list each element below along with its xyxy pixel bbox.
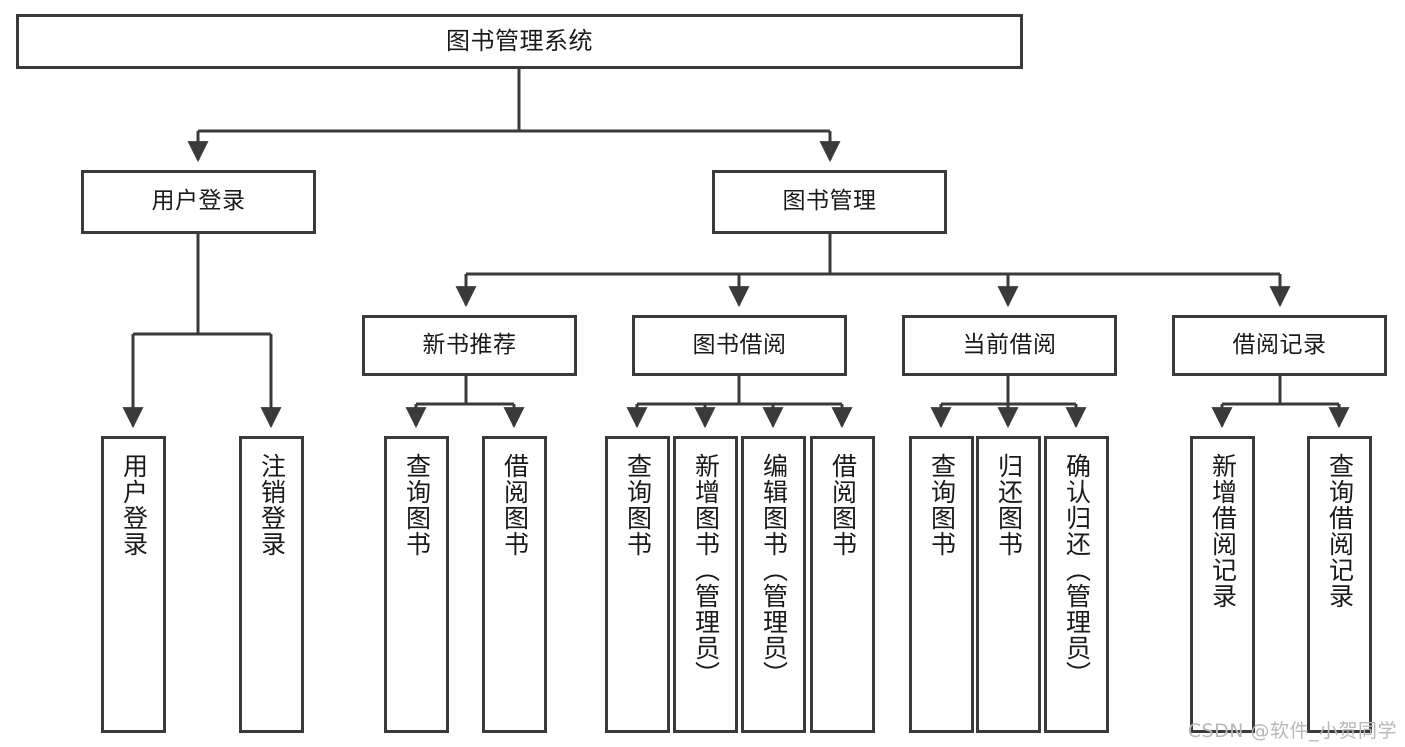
node-label: 借阅图书 [828, 453, 858, 557]
watermark-text: CSDN @软件_小贺同学 [1187, 720, 1397, 742]
node-label: 借阅图书 [500, 453, 530, 557]
node-label: 用户登录 [119, 453, 149, 557]
node-label: 查询图书 [623, 453, 653, 557]
leaf-return-book[interactable]: 归还图书 [976, 436, 1041, 733]
leaf-add-book-admin[interactable]: 新增图书（管理员） [673, 436, 738, 733]
node-book-borrow[interactable]: 图书借阅 [632, 315, 847, 376]
node-current-borrow[interactable]: 当前借阅 [902, 315, 1117, 376]
node-label: 图书借阅 [692, 331, 787, 358]
node-new-book-recommend[interactable]: 新书推荐 [362, 315, 577, 376]
node-label: 借阅记录 [1232, 331, 1327, 358]
node-label: 归还图书 [994, 453, 1024, 557]
node-root-system[interactable]: 图书管理系统 [16, 14, 1023, 69]
leaf-add-borrow-record[interactable]: 新增借阅记录 [1190, 436, 1255, 733]
leaf-edit-book-admin[interactable]: 编辑图书（管理员） [741, 436, 806, 733]
leaf-borrow-book-recommend[interactable]: 借阅图书 [482, 436, 547, 733]
leaf-query-book-borrow[interactable]: 查询图书 [605, 436, 670, 733]
node-label: 确认归还（管理员） [1062, 453, 1092, 687]
node-label: 编辑图书（管理员） [759, 453, 789, 687]
node-label: 图书管理系统 [446, 27, 593, 56]
leaf-logout-login[interactable]: 注销登录 [239, 436, 304, 733]
node-label: 查询图书 [927, 453, 957, 557]
node-label: 用户登录 [151, 188, 246, 215]
node-label: 新书推荐 [422, 331, 517, 358]
leaf-user-login[interactable]: 用户登录 [101, 436, 166, 733]
leaf-query-book-recommend[interactable]: 查询图书 [384, 436, 449, 733]
node-label: 新增图书（管理员） [691, 453, 721, 687]
leaf-query-borrow-record[interactable]: 查询借阅记录 [1307, 436, 1372, 733]
node-label: 查询借阅记录 [1325, 453, 1355, 609]
node-label: 当前借阅 [962, 331, 1057, 358]
node-label: 图书管理 [782, 188, 877, 215]
leaf-confirm-return-admin[interactable]: 确认归还（管理员） [1044, 436, 1109, 733]
node-borrow-record[interactable]: 借阅记录 [1172, 315, 1387, 376]
node-user-login[interactable]: 用户登录 [81, 170, 316, 234]
node-book-management[interactable]: 图书管理 [712, 170, 947, 234]
leaf-borrow-book[interactable]: 借阅图书 [810, 436, 875, 733]
node-label: 注销登录 [257, 453, 287, 557]
node-label: 新增借阅记录 [1208, 453, 1238, 609]
node-label: 查询图书 [402, 453, 432, 557]
leaf-query-book-current[interactable]: 查询图书 [909, 436, 974, 733]
